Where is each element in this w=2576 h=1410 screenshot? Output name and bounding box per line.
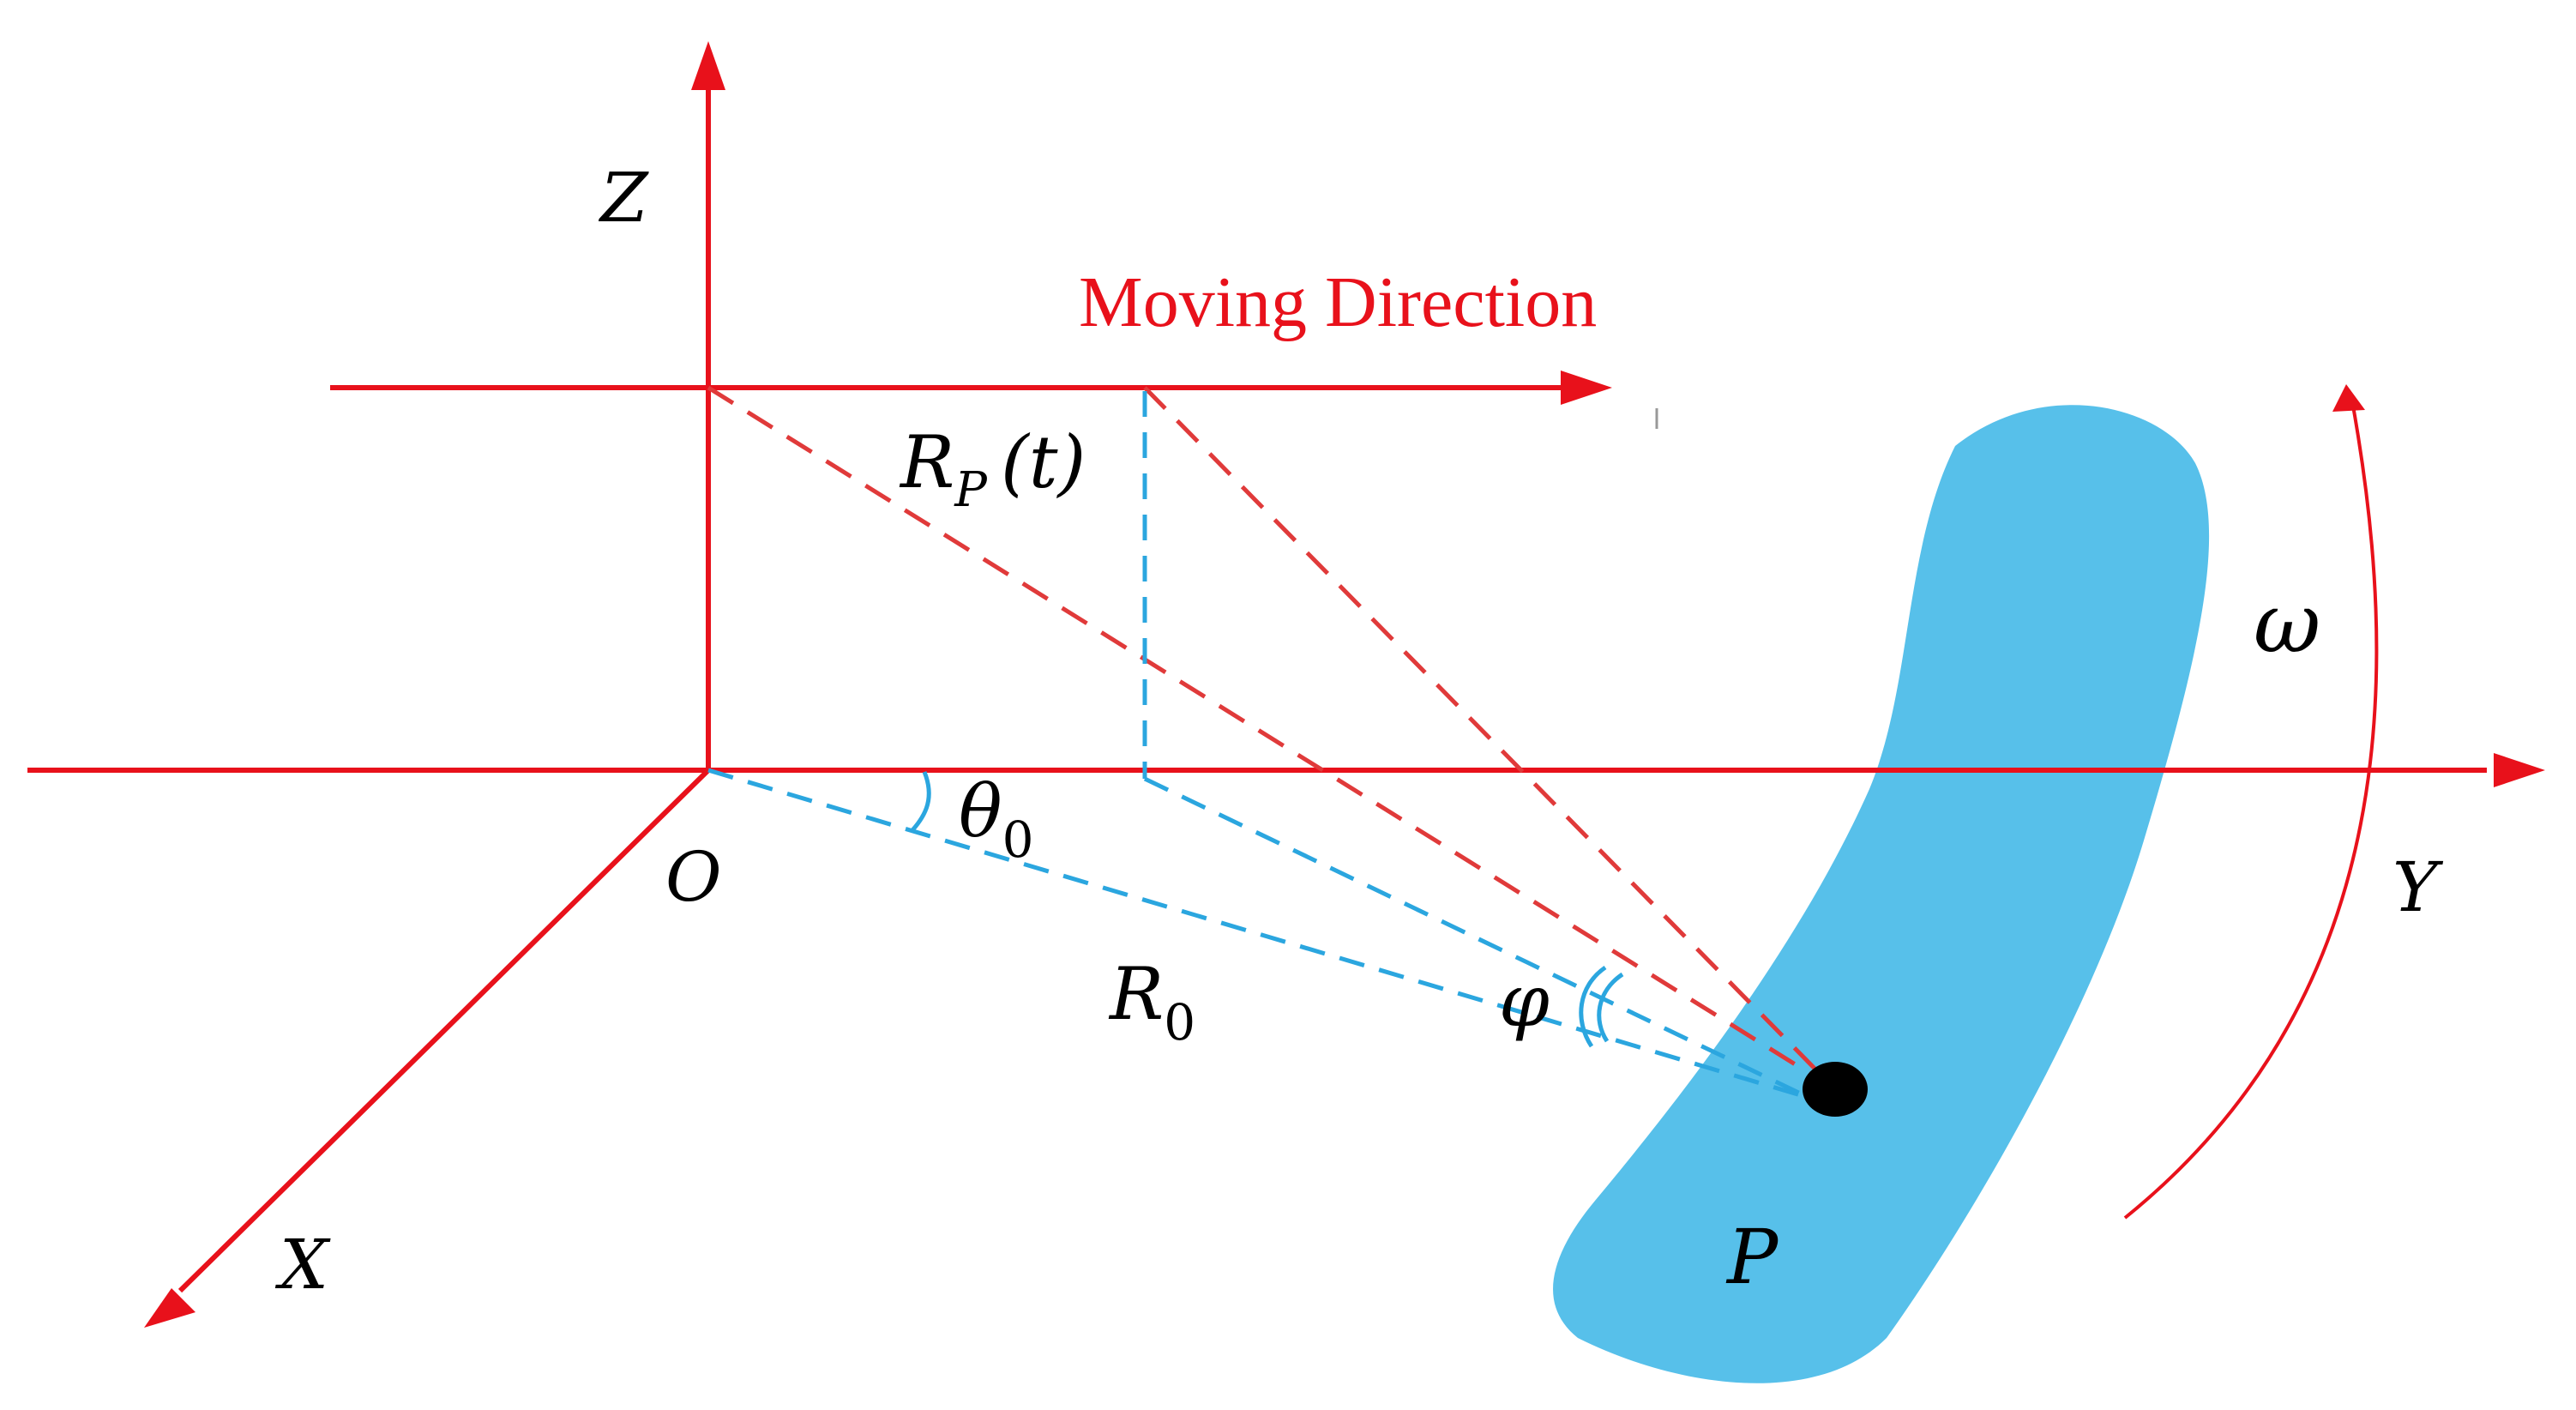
theta-angle-arc (911, 771, 931, 832)
theta-label-sub: 0 (1002, 810, 1034, 869)
x-axis (178, 768, 711, 1293)
phi-angle-arc-inner (1597, 972, 1624, 1043)
rotation-arrowhead (2332, 384, 2365, 412)
origin-label: O (665, 837, 722, 917)
z-axis-arrowhead (691, 41, 725, 90)
slant-range-label-main: R (899, 420, 954, 504)
x-axis-label: X (274, 1225, 331, 1305)
theta-label: θ0 (959, 769, 1033, 869)
y-axis-label: Y (2392, 847, 2444, 927)
target-body (1553, 405, 2210, 1383)
phi-angle-arc-outer (1579, 965, 1607, 1048)
ground-range-t-dashed (1143, 776, 1811, 1100)
r0-label-main: R (1108, 952, 1164, 1036)
theta-label-main: θ (959, 769, 1002, 853)
slant-range-label-sub: P (954, 462, 988, 518)
slant-range-t-dashed (1143, 386, 1837, 1091)
z-axis-label: Z (598, 158, 649, 238)
point-label: P (1725, 1213, 1779, 1301)
phi-label: φ (1499, 959, 1550, 1043)
omega-label: ω (2254, 575, 2320, 672)
r0-label: R0 (1108, 952, 1195, 1051)
r0-label-sub: 0 (1164, 993, 1195, 1051)
slant-range-label: RP(t) (899, 420, 1086, 518)
rotation-arc (2123, 395, 2379, 1220)
scatter-point (1803, 1062, 1868, 1117)
slant-range-label-args: (t) (1001, 420, 1086, 504)
y-axis-arrowhead (2494, 753, 2545, 787)
ground-range-r0-dashed (707, 768, 1810, 1100)
x-axis-arrowhead (144, 1288, 196, 1328)
moving-direction-arrowhead (1561, 371, 1612, 405)
moving-direction-label: Moving Direction (1079, 262, 1597, 342)
slant-range-origin-dashed (707, 385, 1837, 1092)
